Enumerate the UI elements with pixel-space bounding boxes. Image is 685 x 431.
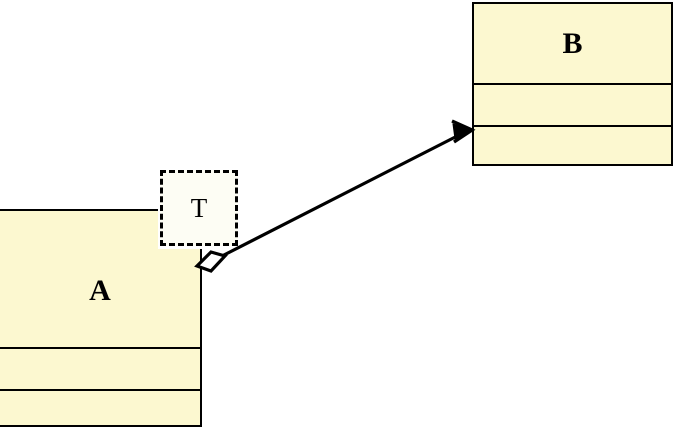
arrowhead-fill-icon [452, 123, 474, 140]
arrowhead-icon [451, 119, 476, 144]
class-b-operations-compartment [474, 125, 671, 164]
class-b-name-compartment: B [474, 4, 671, 83]
class-b-attributes-compartment [474, 83, 671, 125]
class-a-attributes-compartment [0, 347, 200, 389]
class-a-operations-compartment [0, 389, 200, 425]
uml-class-b[interactable]: B [472, 2, 673, 166]
template-parameter-label: T [190, 192, 208, 223]
template-parameter-box[interactable]: T [160, 170, 238, 246]
class-a-name-compartment: A [0, 211, 200, 347]
association-line [221, 128, 470, 258]
class-a-name-label: A [89, 274, 111, 307]
class-b-name-label: B [562, 26, 583, 60]
